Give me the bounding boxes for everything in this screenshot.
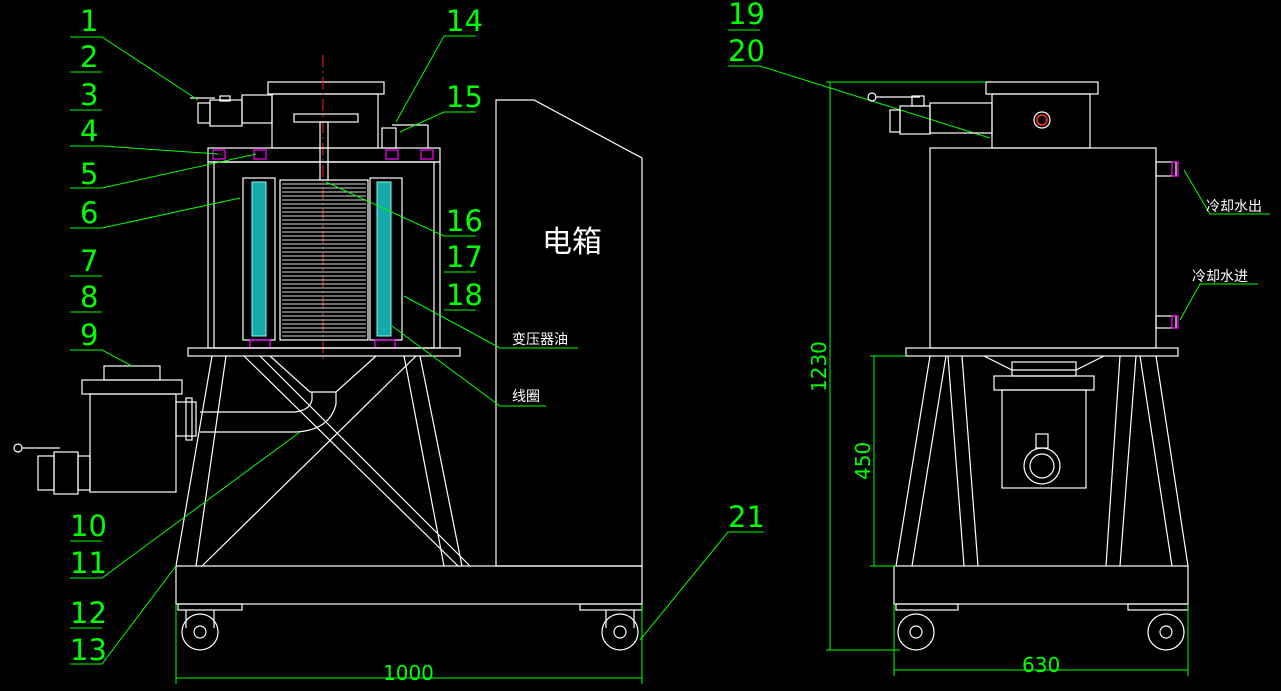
side-base-plate: [905, 347, 1179, 357]
part-number: 5: [80, 157, 98, 191]
sight-glass: [1033, 111, 1051, 129]
side-caster-right: [1127, 603, 1189, 651]
cooling-water-in-label: 冷却水进: [1192, 269, 1248, 285]
leader-lines: [70, 29, 1270, 665]
part-number: 8: [80, 280, 98, 314]
dim-height-total: 1230: [807, 341, 831, 392]
filter-box: [13, 365, 197, 495]
part-number: 10: [70, 509, 107, 543]
dim-width-side: 630: [1022, 653, 1060, 677]
core-laminations: [282, 183, 366, 337]
part-number: 13: [70, 633, 107, 667]
coil-right: [376, 181, 392, 337]
part-number: 6: [80, 196, 98, 230]
side-inlet-valve: [867, 92, 993, 135]
part-numbers: 1 2 3 4 5 6 7 8 9 10 11 12 13 14 15 16 1…: [70, 0, 765, 667]
press-plate: [293, 113, 359, 123]
electric-box: [495, 99, 643, 567]
part-number: 17: [446, 240, 483, 274]
cooling-water-out-label: 冷却水出: [1206, 199, 1262, 215]
part-number: 18: [446, 278, 483, 312]
part-number: 2: [80, 40, 98, 74]
part-number: 1: [80, 4, 98, 38]
part-number: 4: [80, 114, 98, 148]
side-funnel: [983, 355, 1105, 371]
cooling-outlet: [1155, 161, 1177, 177]
part-number: 3: [80, 78, 98, 112]
electric-box-label: 电箱: [542, 225, 602, 260]
caster-left: [177, 603, 243, 651]
dim-height-stand: 450: [851, 442, 875, 480]
part-number: 12: [70, 596, 107, 630]
bolt: [249, 339, 271, 349]
side-top-flange: [985, 81, 1099, 95]
top-neck: [271, 93, 379, 149]
sensor-fitting: [381, 127, 397, 149]
side-stand-frame: [893, 355, 1189, 605]
part-number: 14: [446, 4, 483, 38]
drain-funnel: [269, 355, 377, 393]
base-plate: [187, 347, 461, 357]
bolt: [420, 149, 434, 160]
bolt: [385, 149, 399, 160]
part-number: 9: [80, 318, 98, 352]
bolt: [374, 339, 396, 349]
part-number: 11: [70, 546, 107, 580]
part-number: 16: [446, 204, 483, 238]
transformer-oil-label: 变压器油: [512, 332, 568, 348]
inlet-valve: [190, 94, 273, 127]
core-frame: [279, 179, 369, 341]
side-tank: [929, 147, 1157, 349]
part-number: 15: [446, 80, 483, 114]
bolt: [212, 149, 226, 160]
dim-width-front: 1000: [383, 661, 434, 685]
side-view: 630 1230 450 冷却水出 冷却水进: [807, 81, 1262, 677]
part-number: 20: [728, 34, 765, 68]
lid-plate: [207, 147, 441, 163]
part-number: 21: [728, 500, 765, 534]
drain-pipe: [200, 392, 313, 413]
side-top-neck: [991, 93, 1091, 149]
part-number: 19: [728, 0, 765, 31]
side-caster-left: [895, 603, 959, 651]
front-view: 电箱 1000: [13, 55, 643, 685]
side-filter-box: [993, 361, 1095, 489]
press-stem: [319, 121, 329, 181]
coil-label: 线圈: [512, 389, 540, 405]
part-number: 7: [80, 244, 98, 278]
caster-right: [579, 603, 643, 651]
cooling-inlet: [1155, 315, 1177, 329]
coil-left: [251, 181, 267, 337]
stand-frame: [175, 355, 643, 605]
top-flange: [267, 81, 385, 95]
